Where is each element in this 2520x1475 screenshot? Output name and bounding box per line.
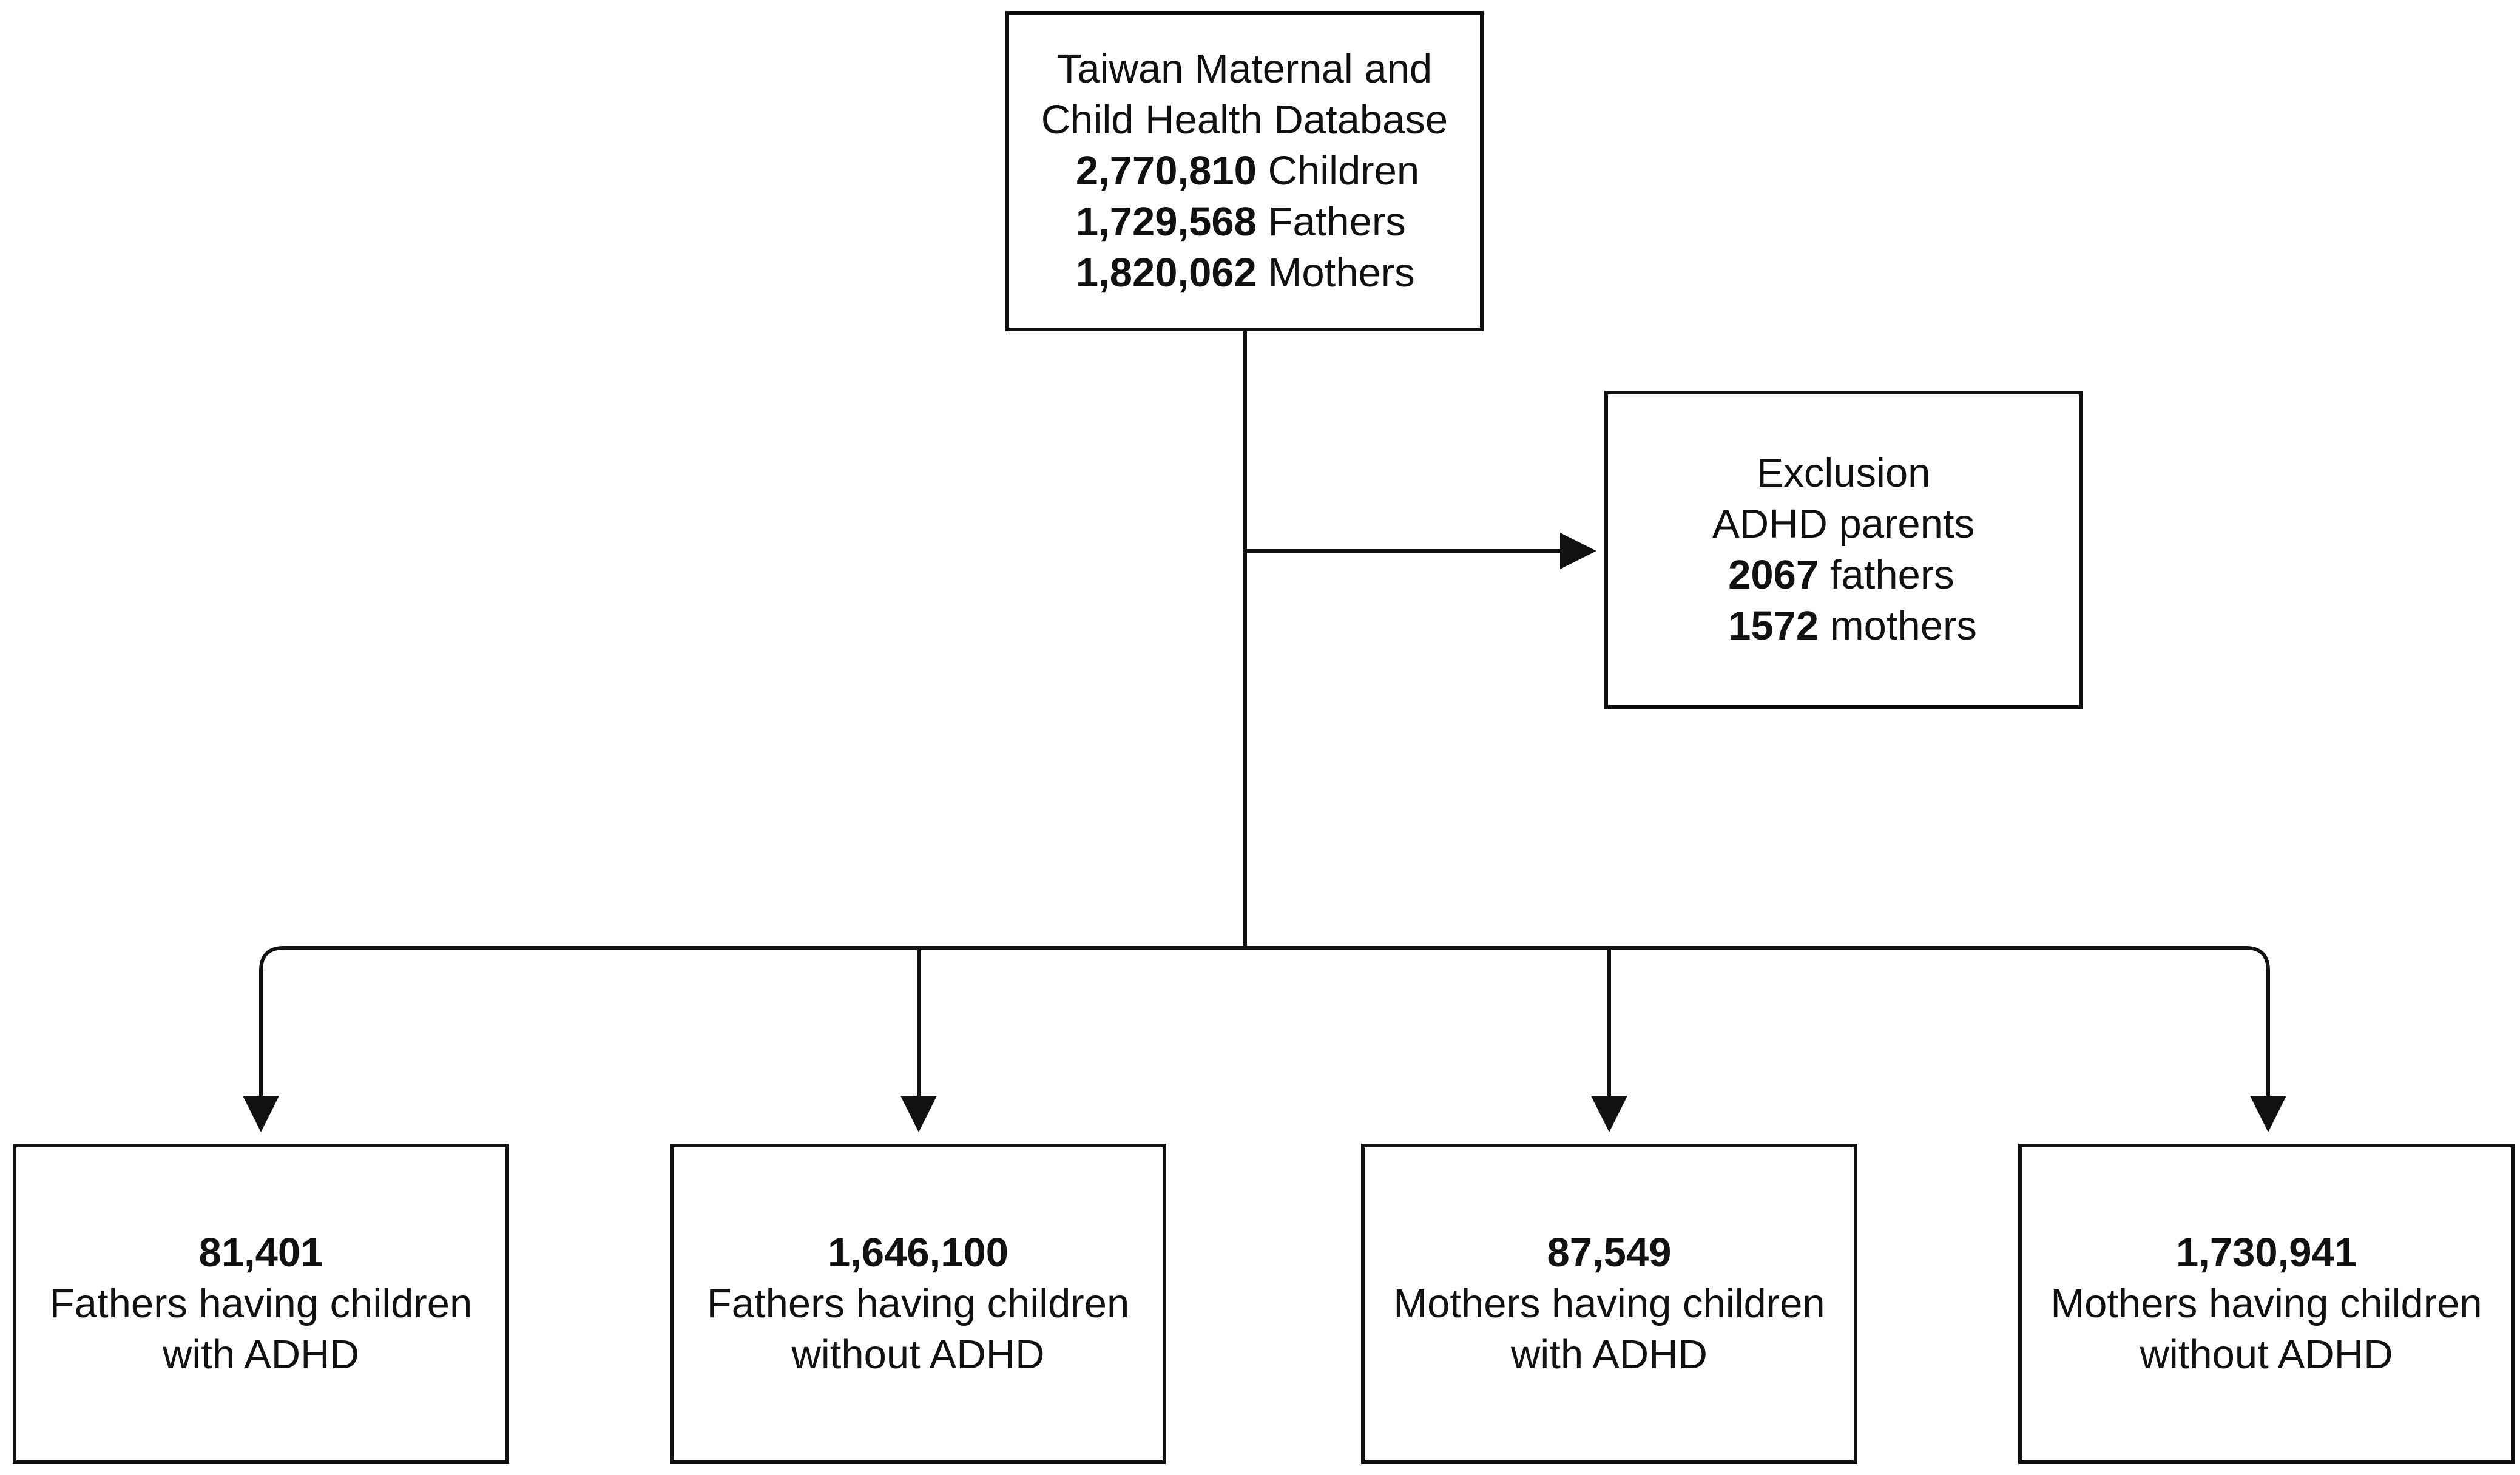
source-stat-label: Children bbox=[1268, 148, 1420, 194]
source-database-box: Taiwan Maternal and Child Health Databas… bbox=[1005, 11, 1484, 331]
group-label-line-2: with ADHD bbox=[163, 1332, 359, 1377]
source-stat-mothers: 1,820,062 Mothers bbox=[1076, 248, 1419, 299]
group-count: 1,646,100 bbox=[827, 1230, 1009, 1275]
exclusion-title-line-1: Exclusion bbox=[1756, 450, 1931, 496]
source-stat-value: 1,729,568 bbox=[1075, 199, 1257, 245]
exclusion-title-line-2: ADHD parents bbox=[1712, 501, 1974, 547]
exclusion-box: Exclusion ADHD parents 2067 fathers 1572… bbox=[1604, 391, 2083, 709]
exclusion-stat-value: 1572 bbox=[1728, 603, 1819, 649]
group-label-line-2: with ADHD bbox=[1511, 1332, 1708, 1377]
group-label-line-2: without ADHD bbox=[791, 1332, 1045, 1377]
group-box-fathers-without-adhd: 1,646,100 Fathers having children withou… bbox=[670, 1144, 1166, 1464]
source-stat-children: 2,770,810 Children bbox=[1076, 146, 1419, 197]
group-label-line-1: Fathers having children bbox=[49, 1281, 473, 1326]
group-count: 87,549 bbox=[1547, 1230, 1672, 1275]
group-box-mothers-without-adhd: 1,730,941 Mothers having children withou… bbox=[2018, 1144, 2515, 1464]
distributor-line bbox=[259, 946, 2270, 971]
group-label-line-2: without ADHD bbox=[2140, 1332, 2393, 1377]
group-count: 1,730,941 bbox=[2175, 1230, 2357, 1275]
exclusion-stat-fathers: 2067 fathers bbox=[1728, 550, 1977, 601]
exclusion-stats: 2067 fathers 1572 mothers bbox=[1728, 550, 1977, 652]
group-count: 81,401 bbox=[198, 1230, 323, 1275]
group-label-line-1: Mothers having children bbox=[2050, 1281, 2482, 1326]
exclusion-stat-value: 2067 bbox=[1728, 552, 1819, 598]
group-label-line-1: Mothers having children bbox=[1393, 1281, 1825, 1326]
exclusion-stat-label: fathers bbox=[1829, 552, 1954, 598]
source-stat-label: Mothers bbox=[1268, 250, 1415, 295]
group-box-fathers-with-adhd: 81,401 Fathers having children with ADHD bbox=[13, 1144, 509, 1464]
source-stat-fathers: 1,729,568 Fathers bbox=[1076, 197, 1419, 248]
group-label-line-1: Fathers having children bbox=[706, 1281, 1130, 1326]
source-stat-label: Fathers bbox=[1268, 199, 1406, 245]
source-stat-value: 1,820,062 bbox=[1075, 250, 1257, 295]
source-stat-value: 2,770,810 bbox=[1075, 148, 1257, 194]
source-title-line-2: Child Health Database bbox=[1041, 97, 1448, 143]
source-stats: 2,770,810 Children 1,729,568 Fathers 1,8… bbox=[1076, 146, 1419, 299]
source-title-line-1: Taiwan Maternal and bbox=[1056, 46, 1433, 92]
exclusion-stat-mothers: 1572 mothers bbox=[1728, 601, 1977, 652]
exclusion-stat-label: mothers bbox=[1829, 603, 1977, 649]
group-box-mothers-with-adhd: 87,549 Mothers having children with ADHD bbox=[1361, 1144, 1857, 1464]
